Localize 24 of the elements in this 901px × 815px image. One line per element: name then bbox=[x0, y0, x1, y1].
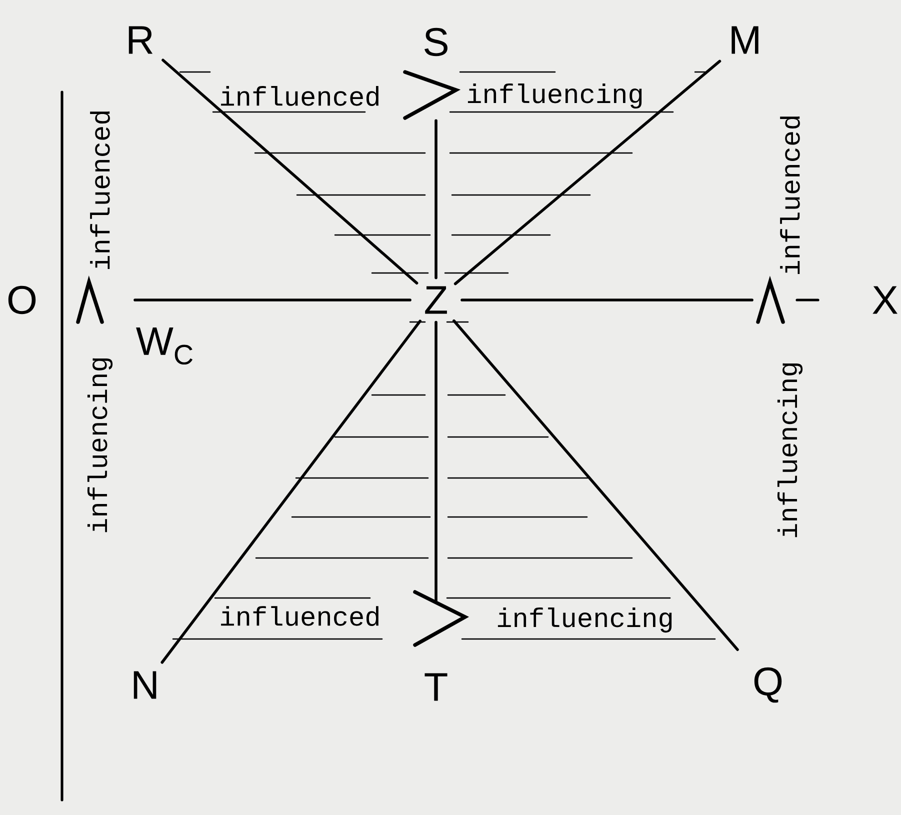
point-label: S bbox=[424, 28, 448, 56]
rotated-label: influenced bbox=[780, 116, 800, 274]
point-label: N bbox=[134, 671, 156, 699]
line bbox=[162, 58, 418, 285]
text-label: influenced bbox=[221, 86, 378, 106]
point-label: Q bbox=[754, 667, 782, 703]
text-label: influenced bbox=[221, 606, 378, 626]
line bbox=[452, 319, 739, 652]
point-label: Z bbox=[425, 286, 447, 314]
point-label: W$_{C}$ bbox=[136, 327, 193, 365]
text-label: influencing bbox=[498, 607, 672, 633]
line bbox=[434, 320, 438, 602]
line bbox=[160, 320, 422, 664]
rotated-label: influencing bbox=[777, 363, 803, 538]
point-label: R bbox=[128, 26, 153, 54]
point-label: X bbox=[872, 286, 898, 314]
line bbox=[454, 60, 722, 286]
point-label: M bbox=[732, 26, 758, 54]
rotated-label: influenced bbox=[90, 112, 110, 269]
point-label: O bbox=[8, 286, 36, 314]
text-label: influencing bbox=[468, 83, 642, 109]
point-label: T bbox=[424, 673, 448, 701]
line bbox=[434, 119, 438, 280]
rotated-label: influencing bbox=[87, 358, 113, 532]
